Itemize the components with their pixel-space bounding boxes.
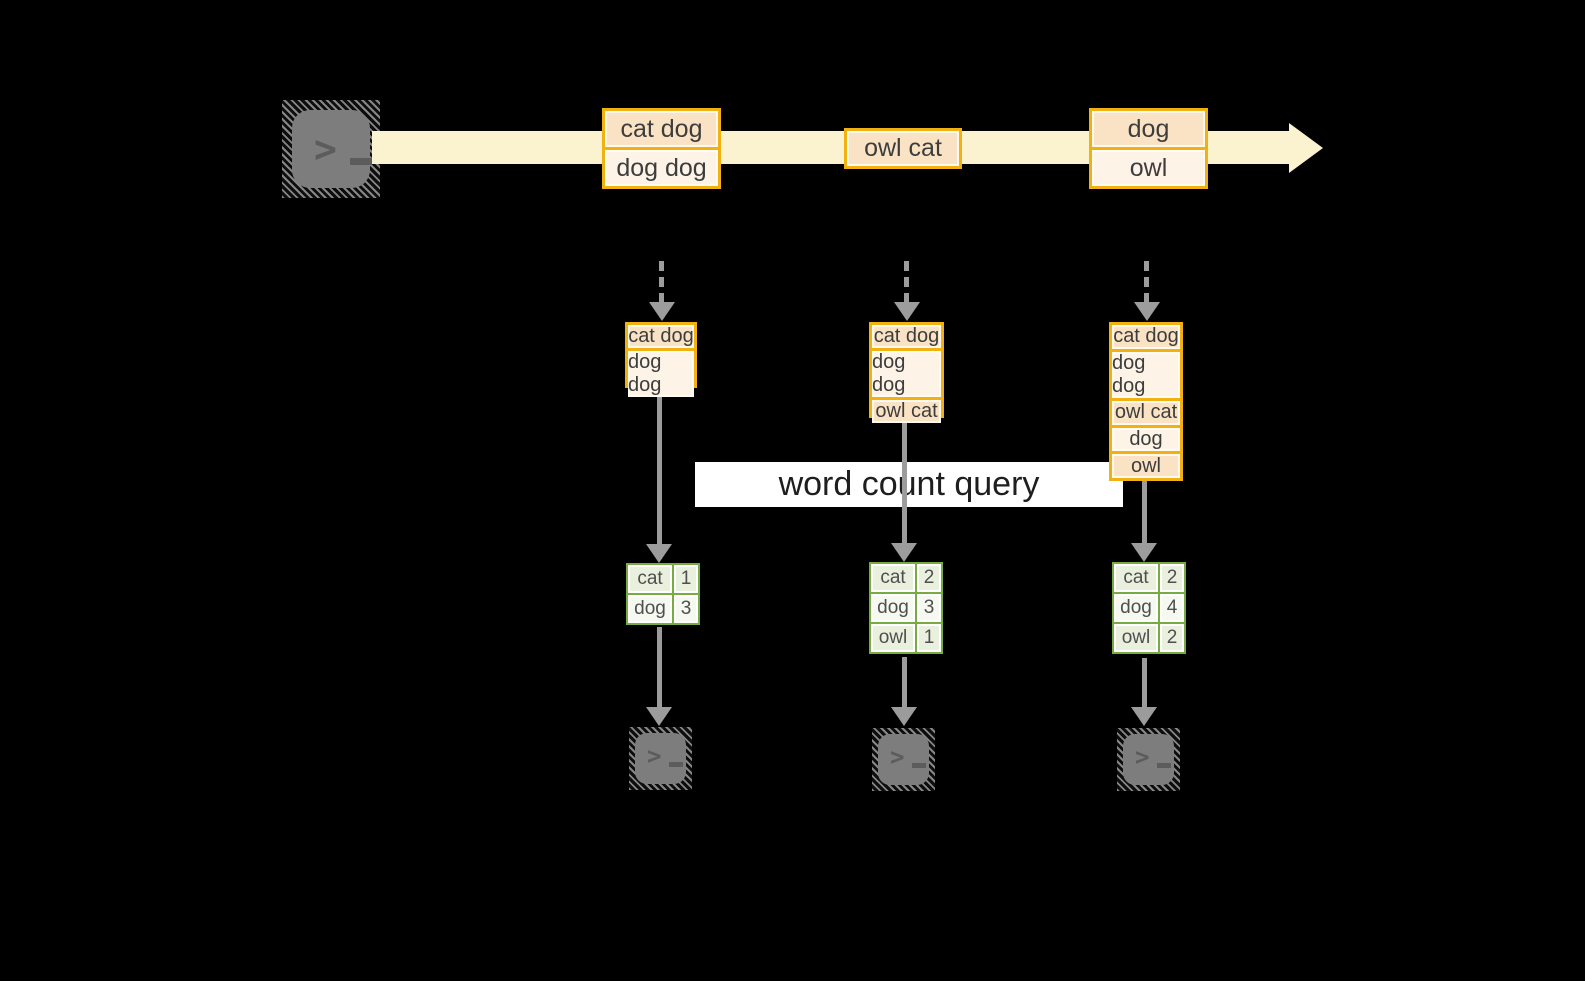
count-value: 1 <box>917 624 941 652</box>
flow-arrow-line <box>902 657 907 710</box>
flow-arrow-line <box>657 388 662 548</box>
count-value: 2 <box>917 564 941 592</box>
terminal-screen: > <box>635 733 686 784</box>
dashed-arrow-head-icon <box>649 302 675 321</box>
count-value: 2 <box>1160 564 1184 592</box>
dashed-arrow-line <box>904 261 909 303</box>
count-word: owl <box>871 624 915 652</box>
flow-arrow-head-icon <box>1131 707 1157 726</box>
flow-arrow-line <box>902 418 907 546</box>
flow-arrow-head-icon <box>646 707 672 726</box>
terminal-cursor-glyph <box>350 158 372 165</box>
terminal-cursor-glyph <box>912 763 926 768</box>
dashed-arrow-head-icon <box>894 302 920 321</box>
count-word: owl <box>1114 624 1158 652</box>
buffer-line: dog <box>1112 427 1180 452</box>
count-value: 3 <box>917 594 941 622</box>
buffer-line: dog dog <box>628 351 694 397</box>
dashed-arrow-line <box>1144 261 1149 303</box>
count-word: dog <box>628 595 672 623</box>
sink-terminal-icon-3: > <box>1117 728 1180 791</box>
flow-arrow-line <box>1142 481 1147 546</box>
buffer-line: cat dog <box>628 325 694 348</box>
count-value: 1 <box>674 565 698 593</box>
buffer-line: cat dog <box>1112 325 1180 349</box>
count-word: dog <box>871 594 915 622</box>
dashed-arrow-head-icon <box>1134 302 1160 321</box>
flow-arrow-head-icon <box>646 544 672 563</box>
count-word: cat <box>871 564 915 592</box>
source-terminal-icon: > <box>282 100 380 198</box>
flow-arrow-line <box>657 627 662 710</box>
terminal-prompt-glyph: > <box>890 743 905 771</box>
buffer-stack-1: cat dog dog dog <box>625 322 697 397</box>
count-word: cat <box>1114 564 1158 592</box>
count-table-2: cat 2 dog 3 owl 1 <box>869 562 943 654</box>
buffer-line: owl cat <box>1112 400 1180 425</box>
count-value: 4 <box>1160 594 1184 622</box>
event-line: dog <box>1092 111 1205 147</box>
event-line: dog dog <box>605 150 718 186</box>
terminal-prompt-glyph: > <box>314 127 337 171</box>
count-table-3: cat 2 dog 4 owl 2 <box>1112 562 1186 654</box>
terminal-prompt-glyph: > <box>1135 743 1150 771</box>
buffer-stack-3: cat dog dog dog owl cat dog owl <box>1109 322 1183 481</box>
terminal-screen: > <box>292 110 372 188</box>
buffer-stack-2: cat dog dog dog owl cat <box>869 322 944 423</box>
query-label: word count query <box>695 462 1123 507</box>
buffer-line: owl cat <box>872 400 941 423</box>
sink-terminal-icon-2: > <box>872 728 935 791</box>
terminal-cursor-glyph <box>669 762 683 767</box>
flow-arrow-head-icon <box>891 543 917 562</box>
buffer-line: dog dog <box>872 351 941 397</box>
stream-event-1: cat dog dog dog <box>602 108 721 189</box>
count-word: cat <box>628 565 672 593</box>
count-word: dog <box>1114 594 1158 622</box>
terminal-cursor-glyph <box>1157 763 1171 768</box>
terminal-prompt-glyph: > <box>647 742 662 770</box>
flow-arrow-line <box>1142 658 1147 710</box>
buffer-line: owl <box>1112 454 1180 478</box>
stream-event-3: dog owl <box>1089 108 1208 189</box>
count-value: 3 <box>674 595 698 623</box>
event-line: owl <box>1092 150 1205 186</box>
stream-event-2: owl cat <box>844 128 962 169</box>
count-value: 2 <box>1160 624 1184 652</box>
stream-arrow-head-icon <box>1289 123 1323 173</box>
buffer-line: cat dog <box>872 325 941 348</box>
buffer-line: dog dog <box>1112 351 1180 398</box>
sink-terminal-icon-1: > <box>629 727 692 790</box>
terminal-screen: > <box>878 734 929 785</box>
count-table-1: cat 1 dog 3 <box>626 563 700 625</box>
flow-arrow-head-icon <box>891 707 917 726</box>
event-line: cat dog <box>605 111 718 147</box>
flow-arrow-head-icon <box>1131 543 1157 562</box>
terminal-screen: > <box>1123 734 1174 785</box>
event-line: owl cat <box>847 131 959 166</box>
dashed-arrow-line <box>659 261 664 303</box>
